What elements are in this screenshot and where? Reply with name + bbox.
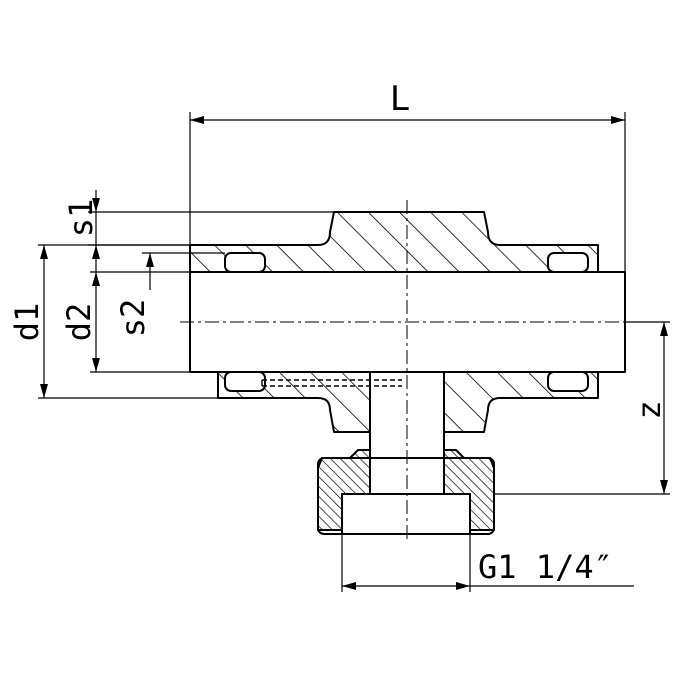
groove-top-left (224, 252, 266, 273)
groove-top-right (547, 252, 589, 273)
center-lines (180, 200, 640, 540)
groove-bottom-left (224, 371, 266, 392)
label-diameter-inner: d2 (60, 303, 98, 342)
label-wall-inner: s2 (114, 299, 152, 338)
label-wall-outer: s1 (62, 199, 100, 238)
dimension-lines (38, 112, 670, 592)
body-top-section (189, 211, 626, 273)
label-diameter-outer: d1 (8, 303, 46, 342)
adapter-cavity (341, 493, 471, 535)
insertion-hint (261, 379, 402, 387)
label-length: L (390, 79, 410, 119)
groove-bottom-right (547, 371, 589, 392)
label-thread: G1 1/4″ (478, 548, 613, 586)
label-height-offset: z (630, 400, 668, 419)
dimension-arrows (40, 116, 668, 590)
